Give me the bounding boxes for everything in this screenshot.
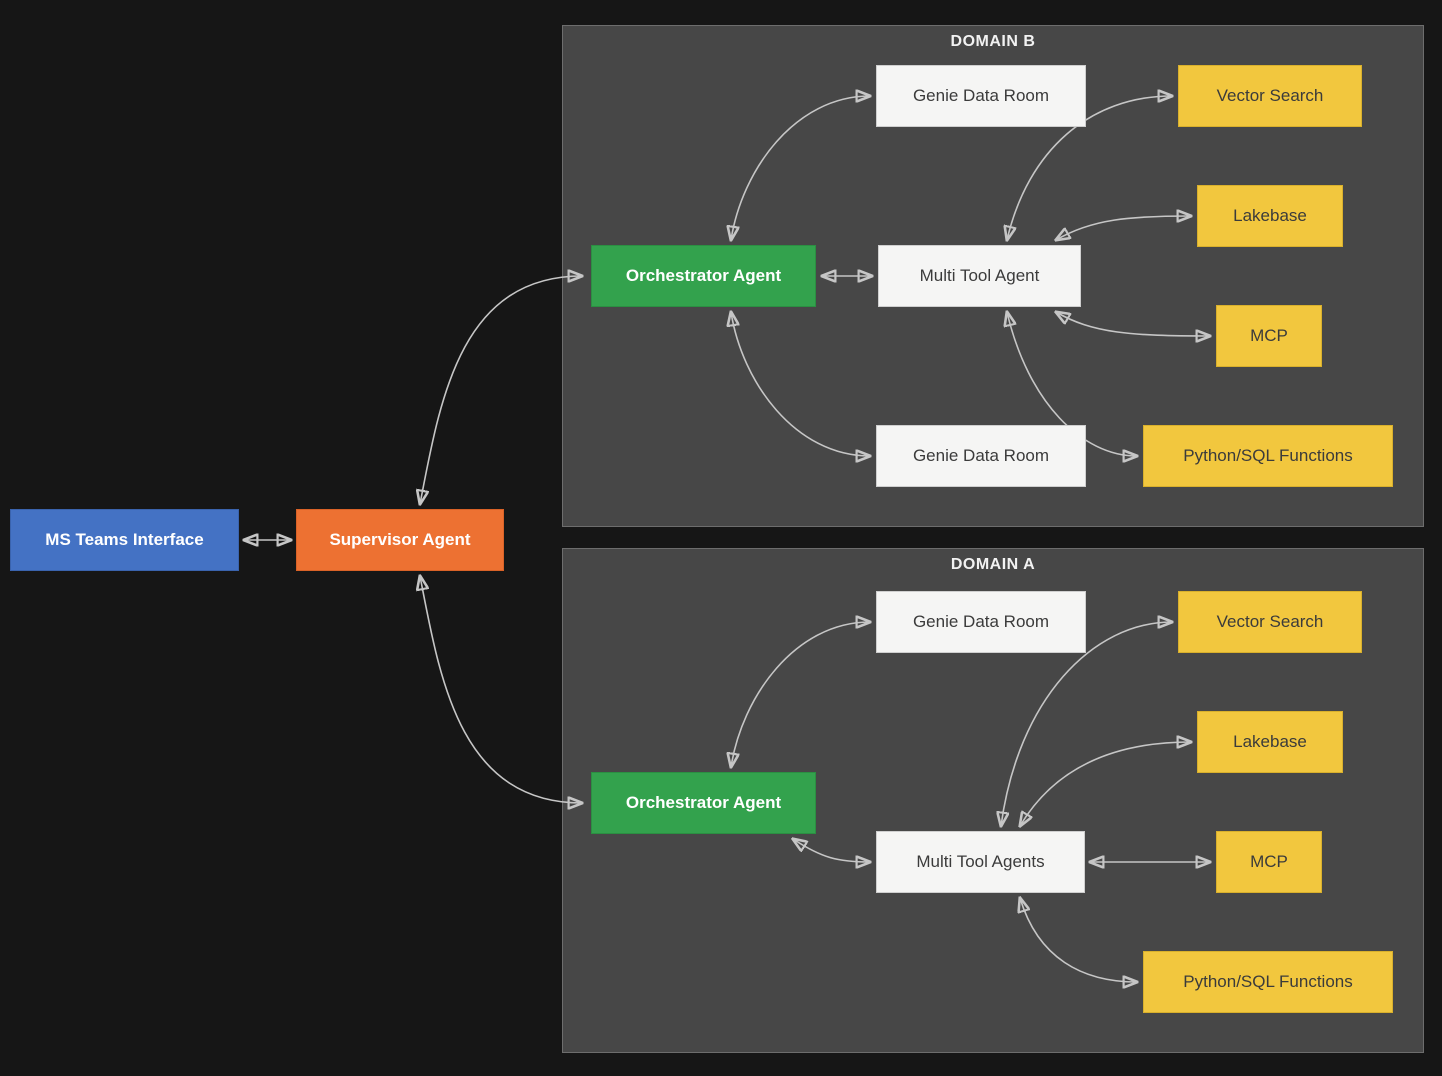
domain-b-python-sql-functions-node: Python/SQL Functions <box>1143 425 1393 487</box>
domain-a-vector-search-label: Vector Search <box>1216 612 1324 632</box>
domain-b-python-sql-label: Python/SQL Functions <box>1183 446 1353 466</box>
domain-a-python-sql-label: Python/SQL Functions <box>1183 972 1353 992</box>
domain-b-genie-data-room-top-node: Genie Data Room <box>876 65 1086 127</box>
domain-b-title: DOMAIN B <box>950 33 1036 50</box>
domain-a-genie-label: Genie Data Room <box>912 612 1050 632</box>
domain-a-lakebase-label: Lakebase <box>1233 732 1307 752</box>
domain-a-multi-tool-label: Multi Tool Agents <box>916 852 1045 872</box>
domain-b-genie-bottom-label: Genie Data Room <box>912 446 1050 466</box>
domain-a-mcp-node: MCP <box>1216 831 1322 893</box>
domain-a-title: DOMAIN A <box>950 556 1036 573</box>
domain-a-genie-data-room-node: Genie Data Room <box>876 591 1086 653</box>
edge-supervisor-to-domain-b-orchestrator <box>420 276 582 504</box>
domain-b-genie-top-label: Genie Data Room <box>912 86 1050 106</box>
domain-a-python-sql-functions-node: Python/SQL Functions <box>1143 951 1393 1013</box>
edge-supervisor-to-domain-a-orchestrator <box>420 576 582 803</box>
supervisor-agent-label: Supervisor Agent <box>329 530 471 550</box>
domain-a-vector-search-node: Vector Search <box>1178 591 1362 653</box>
domain-b-multi-tool-agent-node: Multi Tool Agent <box>878 245 1081 307</box>
domain-b-genie-data-room-bottom-node: Genie Data Room <box>876 425 1086 487</box>
domain-b-orchestrator-label: Orchestrator Agent <box>625 266 782 286</box>
domain-b-multi-tool-label: Multi Tool Agent <box>919 266 1040 286</box>
domain-b-mcp-node: MCP <box>1216 305 1322 367</box>
domain-a-orchestrator-label: Orchestrator Agent <box>625 793 782 813</box>
domain-a-mcp-label: MCP <box>1250 852 1288 872</box>
domain-b-lakebase-label: Lakebase <box>1233 206 1307 226</box>
domain-b-lakebase-node: Lakebase <box>1197 185 1343 247</box>
supervisor-agent-node: Supervisor Agent <box>296 509 504 571</box>
ms-teams-interface-label: MS Teams Interface <box>45 530 204 550</box>
domain-b-vector-search-node: Vector Search <box>1178 65 1362 127</box>
domain-a-lakebase-node: Lakebase <box>1197 711 1343 773</box>
domain-a-multi-tool-agents-node: Multi Tool Agents <box>876 831 1085 893</box>
domain-b-vector-search-label: Vector Search <box>1216 86 1324 106</box>
domain-b-orchestrator-agent-node: Orchestrator Agent <box>591 245 816 307</box>
domain-a-orchestrator-agent-node: Orchestrator Agent <box>591 772 816 834</box>
ms-teams-interface-node: MS Teams Interface <box>10 509 239 571</box>
domain-b-mcp-label: MCP <box>1250 326 1288 346</box>
